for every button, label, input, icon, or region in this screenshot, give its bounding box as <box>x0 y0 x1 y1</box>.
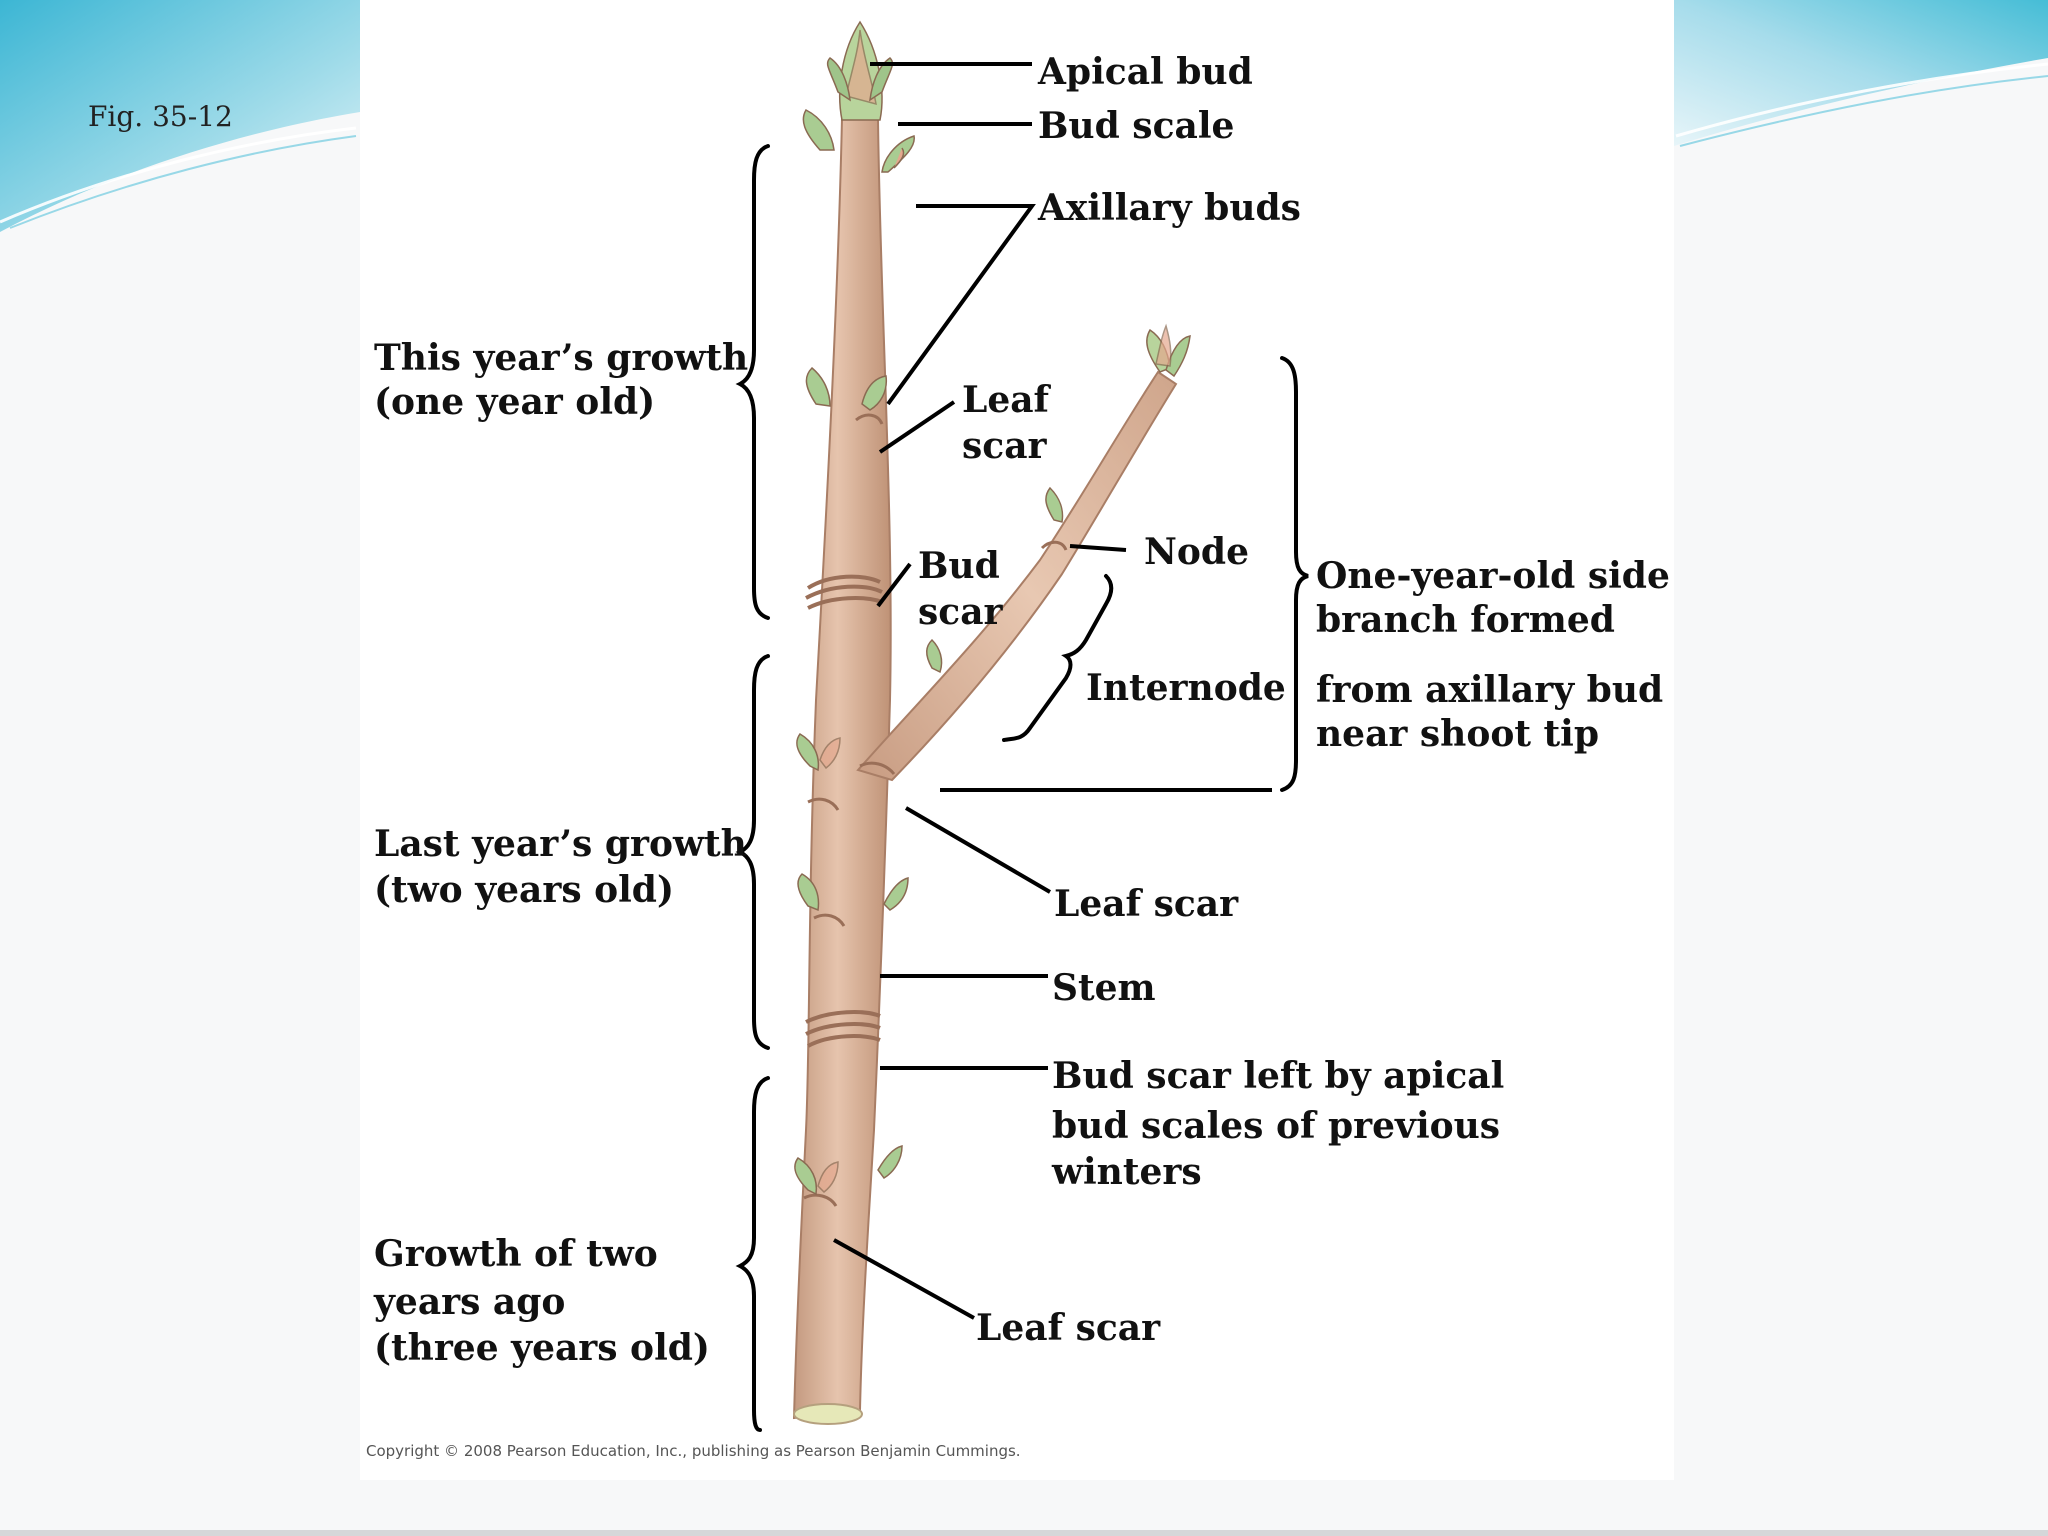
label-apical-bud: Apical bud <box>1038 51 1253 93</box>
leaf-scars <box>803 413 1068 1207</box>
bottom-bar <box>0 1530 2048 1536</box>
label-growth-two-years-ago-line1: Growth of two <box>374 1233 658 1275</box>
label-side-branch-line3: from axillary bud <box>1316 669 1664 711</box>
figure-panel <box>360 0 1674 1480</box>
cut-end <box>793 1403 863 1425</box>
slide-decoration-left <box>0 0 360 232</box>
label-internode: Internode <box>1086 667 1286 709</box>
label-leaf-scar-middle: Leaf scar <box>1054 883 1239 925</box>
label-leaf-scar-upper-line2: scar <box>962 425 1047 467</box>
label-side-branch-line1: One-year-old side <box>1316 555 1670 597</box>
braces <box>735 144 1309 1432</box>
leader-lines <box>833 62 1272 1320</box>
label-growth-two-years-ago-line3: (three years old) <box>374 1327 710 1369</box>
label-leaf-scar-lower: Leaf scar <box>976 1307 1161 1349</box>
label-node: Node <box>1144 531 1249 573</box>
label-leaf-scar-upper-line1: Leaf <box>962 379 1050 421</box>
label-side-branch-line4: near shoot tip <box>1316 713 1600 755</box>
label-stem: Stem <box>1052 967 1156 1009</box>
buds <box>794 20 1191 1196</box>
label-axillary-buds: Axillary buds <box>1038 187 1301 229</box>
label-bud-scar-upper-line1: Bud <box>918 545 1000 587</box>
label-this-years-growth-line1: This year’s growth <box>374 337 749 379</box>
side-branch <box>856 370 1178 782</box>
bud-scar-rings <box>805 574 883 1048</box>
label-growth-two-years-ago-line2: years ago <box>374 1281 566 1323</box>
figure-number: Fig. 35-12 <box>88 100 233 133</box>
label-bud-scar-apical-line2: bud scales of previous <box>1052 1105 1501 1147</box>
label-last-years-growth-line2: (two years old) <box>374 869 675 911</box>
label-bud-scar-apical-line3: winters <box>1052 1151 1202 1193</box>
label-bud-scale: Bud scale <box>1038 105 1235 147</box>
label-bud-scar-apical-line1: Bud scar left by apical <box>1052 1055 1505 1097</box>
label-last-years-growth-line1: Last year’s growth <box>374 823 747 865</box>
copyright-notice: Copyright © 2008 Pearson Education, Inc.… <box>366 1442 1021 1460</box>
label-side-branch-line2: branch formed <box>1316 599 1615 641</box>
label-bud-scar-upper-line2: scar <box>918 591 1003 633</box>
label-this-years-growth-line2: (one year old) <box>374 381 656 423</box>
slide-decoration-right <box>1674 0 2048 147</box>
